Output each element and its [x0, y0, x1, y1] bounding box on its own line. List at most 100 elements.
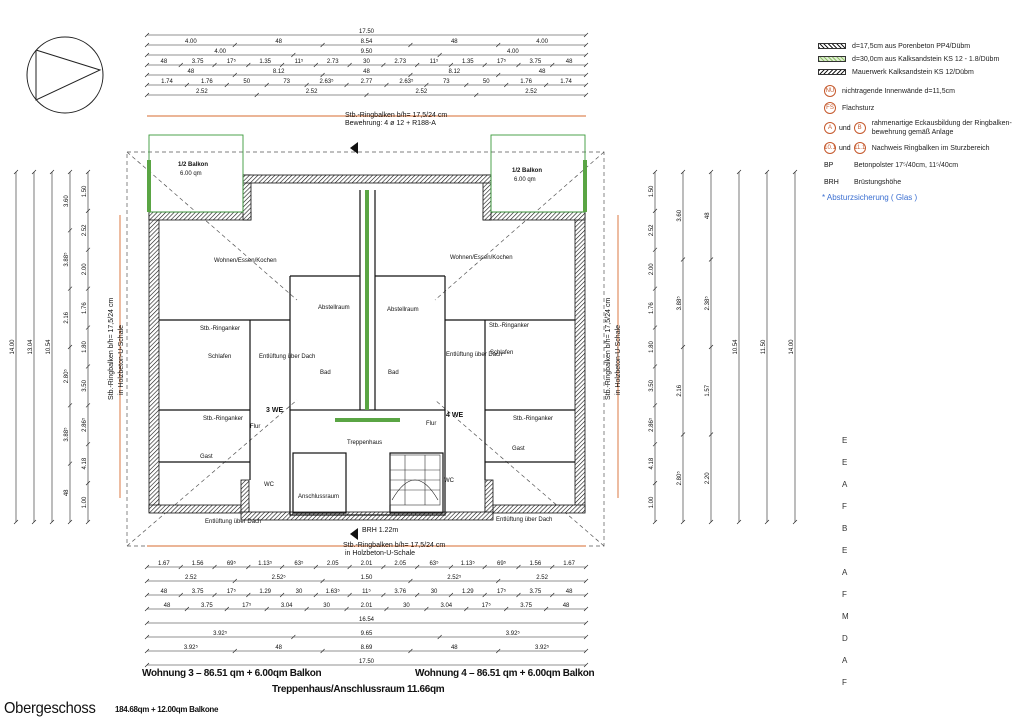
symbol-circle-icon: FS [824, 102, 836, 114]
ringanker-left: Stb.-Ringanker [200, 326, 240, 332]
dimension-value: 1.50 [361, 575, 373, 581]
dimension-value: 3.92⁵ [184, 644, 199, 651]
dimension-tick [313, 564, 319, 570]
symbol-circle-icon: 10.1 [824, 142, 836, 154]
dimension-value: 50 [483, 79, 490, 85]
dimension-value: 2.05 [327, 561, 339, 567]
dimension-value: 17⁵ [497, 58, 507, 65]
dimension-value: 1.35 [259, 59, 271, 65]
dimension-value: 1.76 [520, 79, 532, 85]
dimension-value: 3.75 [201, 603, 213, 609]
dimension-value: 1.76 [649, 302, 655, 314]
dimension-value: 2.52 [306, 89, 318, 95]
margin-mark: D [842, 634, 848, 643]
dimension-value: 1.76 [201, 79, 213, 85]
dimension-tick [13, 169, 19, 175]
room-gast-right: Gast [512, 446, 525, 452]
room-bad-right: Bad [388, 370, 399, 376]
ringbalken-bottom-2: in Holzbeton-U-Schale [345, 550, 415, 557]
dimension-value: 17.50 [359, 659, 375, 665]
dimension-tick [344, 606, 349, 612]
dimension-value: 1.50 [649, 185, 655, 197]
dimension-tick [85, 208, 91, 214]
dimension-tick [583, 32, 589, 38]
dimension-value: 1.13⁵ [461, 560, 476, 567]
dimension-tick [49, 519, 55, 525]
dimension-tick [13, 519, 19, 525]
dimension-value: 3.75 [192, 59, 204, 65]
dimension-tick [320, 578, 325, 584]
dimension-value: 17⁵ [227, 588, 237, 595]
dimension-value: 2.00 [82, 263, 88, 275]
dimension-value: 3.88⁵ [63, 427, 70, 442]
room-bad-left: Bad [320, 370, 331, 376]
section-markers [350, 142, 358, 540]
room-abstell-right: Abstellraum [387, 307, 419, 313]
margin-mark: A [842, 480, 848, 489]
dimension-value: 69⁵ [227, 560, 237, 567]
dimension-tick [583, 42, 589, 48]
legend-text: Nachweis Ringbalken im Sturzbereich [871, 144, 990, 152]
dimension-value: 1.00 [82, 496, 88, 508]
dimension-value: 2.52⁵ [272, 574, 287, 581]
dimension-value: 1.80 [82, 341, 88, 353]
dimension-value: 4.18 [649, 457, 655, 469]
dimension-value: 2.86⁵ [648, 417, 655, 432]
dimension-tick [408, 578, 413, 584]
dimension-value: 1.35 [462, 59, 474, 65]
dimension-tick [304, 606, 309, 612]
green-walls [147, 160, 587, 422]
dimension-value: 48 [164, 603, 171, 609]
room-schlafen-right: Schlafen [490, 350, 513, 356]
dimension-value: 2.63⁵ [399, 78, 414, 85]
dimension-tick [347, 564, 352, 570]
dimension-tick [708, 432, 714, 437]
dimension-tick [184, 82, 190, 88]
balcony-area-right: 6.00 qm [514, 177, 536, 183]
dimension-tick [381, 62, 386, 68]
dimension-tick [212, 564, 217, 570]
bottom-dimension-chains [144, 564, 589, 668]
dimension-value: 30 [296, 589, 303, 595]
dimension-tick [583, 592, 589, 598]
dimension-tick [550, 592, 555, 598]
caption-floor-name: Obergeschoss [4, 700, 96, 717]
dimension-tick [652, 208, 658, 214]
dimension-tick [652, 519, 658, 525]
dimension-value: 3.75 [530, 589, 542, 595]
dimension-value: 48 [451, 645, 458, 651]
dimension-tick [67, 286, 73, 291]
dimension-value: 2.86⁵ [81, 417, 88, 432]
dimension-value: 30 [363, 59, 370, 65]
dimension-tick [736, 519, 742, 525]
north-arrow-icon [26, 36, 104, 114]
dimension-tick [85, 519, 91, 525]
dimension-value: 1.67 [563, 561, 575, 567]
dimension-value: 4.00 [507, 49, 519, 55]
dimension-value: 2.05 [394, 561, 406, 567]
dimension-tick [67, 169, 73, 175]
dimension-tick [414, 564, 420, 570]
symbol-join: und [839, 144, 851, 152]
legend-swatch [818, 43, 846, 49]
dimension-value: 13.04 [28, 339, 34, 355]
dimension-value: 48 [566, 59, 573, 65]
dimension-tick [85, 403, 91, 408]
ringbalken-bottom: Stb.-Ringbalken b/h= 17,5/24 cm [343, 542, 445, 549]
dimension-value: 1.76 [82, 302, 88, 314]
dimension-tick [232, 72, 238, 78]
margin-mark: A [842, 568, 848, 577]
dimension-tick [264, 606, 269, 612]
dimension-value: 2.16 [677, 384, 683, 396]
dimension-tick [85, 480, 91, 486]
dimension-tick [680, 432, 686, 437]
dimension-value: 2.52 [196, 89, 208, 95]
dimension-value: 4.00 [214, 49, 226, 55]
dimension-value: 2.80⁵ [63, 369, 70, 384]
dimension-tick [85, 325, 91, 330]
